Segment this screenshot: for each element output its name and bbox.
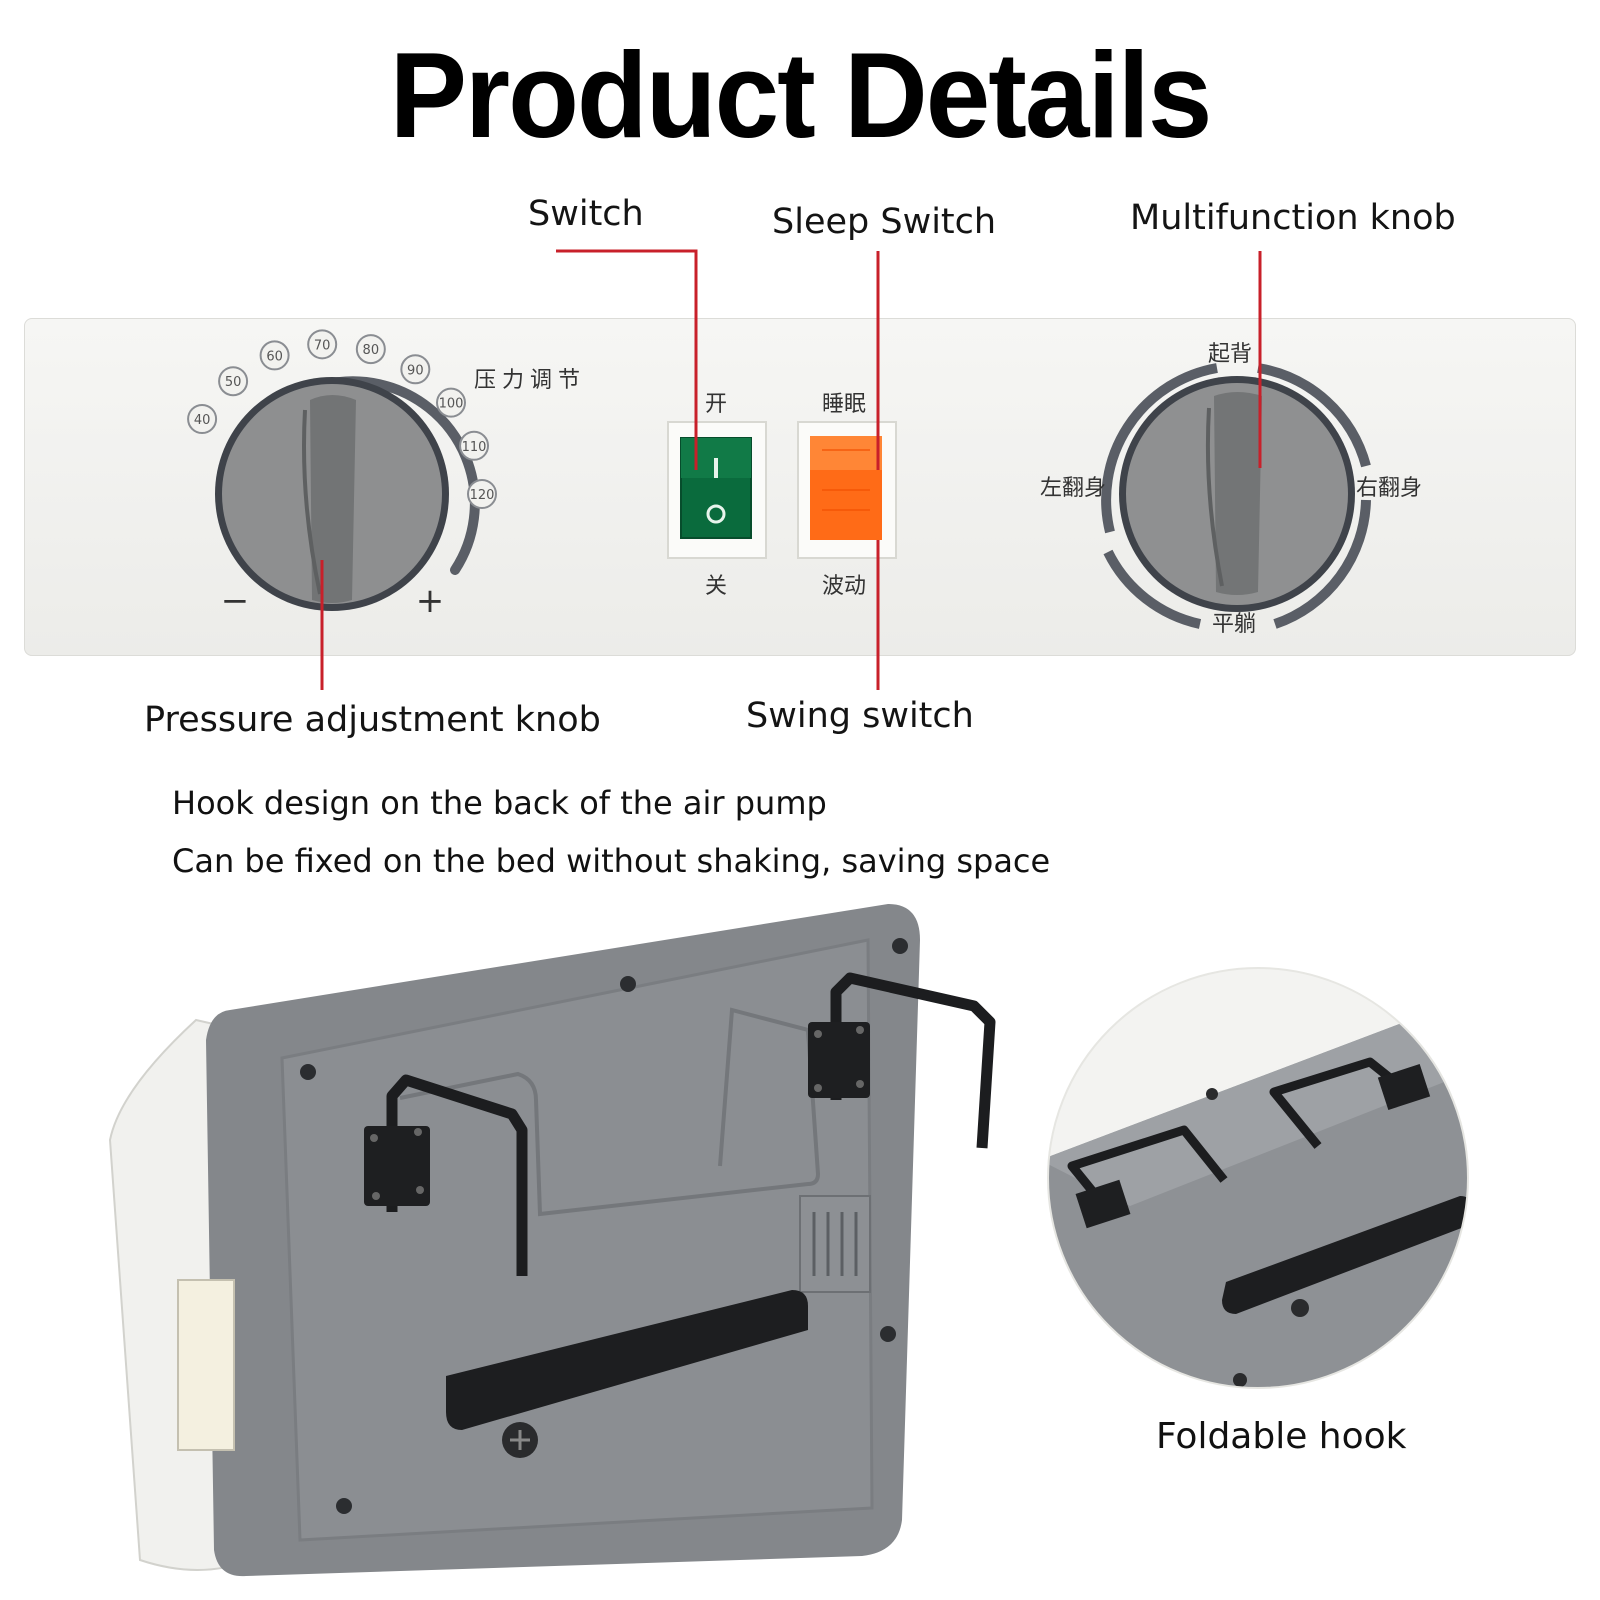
feature-line-2: Can be fixed on the bed without shaking,… xyxy=(172,842,1051,880)
knob-left-label: 左翻身 xyxy=(1040,476,1107,501)
pressure-scale-label: 70 xyxy=(314,338,331,353)
pressure-scale-mark xyxy=(400,354,431,385)
page-title: Product Details xyxy=(389,26,1213,164)
pressure-scale-mark xyxy=(467,479,497,509)
pressure-scale-mark xyxy=(355,334,386,365)
knob-top-label: 起背 xyxy=(1208,342,1253,367)
pressure-scale-label: 50 xyxy=(225,375,242,390)
callout-switch: Switch xyxy=(528,194,644,234)
swing-label: 波动 xyxy=(822,574,867,599)
pressure-scale-label: 80 xyxy=(363,343,380,358)
sleep-swing-switch[interactable] xyxy=(810,436,882,540)
pressure-scale-label: 110 xyxy=(462,440,487,455)
pressure-scale-label: 120 xyxy=(470,488,495,503)
foldable-hook-inset xyxy=(1047,967,1469,1389)
pressure-scale-mark xyxy=(307,329,338,360)
knob-bottom-label: 平躺 xyxy=(1212,612,1257,637)
pressure-scale-mark xyxy=(218,366,249,397)
hook-left[interactable] xyxy=(386,1074,528,1276)
pressure-scale-mark xyxy=(436,387,467,418)
foldable-hook-label: Foldable hook xyxy=(1156,1416,1407,1457)
pressure-scale-mark xyxy=(187,404,218,434)
minus-sign: − xyxy=(221,581,250,621)
callout-multifunction-knob: Multifunction knob xyxy=(1130,198,1456,238)
power-on-label: 开 xyxy=(705,392,728,417)
plus-sign: + xyxy=(416,581,445,621)
multifunction-knob[interactable] xyxy=(1101,363,1371,629)
feature-line-1: Hook design on the back of the air pump xyxy=(172,784,827,822)
pressure-scale-label: 100 xyxy=(439,397,464,412)
pressure-adjust-label: 压力调节 xyxy=(474,368,587,393)
sleep-label: 睡眠 xyxy=(822,392,867,417)
knob-right-label: 右翻身 xyxy=(1356,476,1423,501)
callout-lines xyxy=(320,249,1262,690)
pressure-knob[interactable] xyxy=(215,376,480,611)
air-pump-back xyxy=(108,904,996,1577)
power-off-label: 关 xyxy=(705,574,728,599)
pressure-scale-mark xyxy=(259,340,290,371)
hook-right[interactable] xyxy=(830,972,996,1149)
pressure-scale: 40 50 60 70 80 90 100 110 120 xyxy=(187,329,497,509)
power-switch[interactable] xyxy=(680,437,752,539)
callout-sleep-switch: Sleep Switch xyxy=(772,202,997,242)
pressure-scale-label: 90 xyxy=(407,363,424,378)
pressure-scale-label: 40 xyxy=(194,413,211,428)
callout-pressure-knob: Pressure adjustment knob xyxy=(144,700,601,740)
pressure-scale-mark xyxy=(459,430,490,461)
pressure-scale-label: 60 xyxy=(266,349,283,364)
vent-grille xyxy=(799,1195,871,1293)
callout-swing-switch: Swing switch xyxy=(746,696,974,736)
